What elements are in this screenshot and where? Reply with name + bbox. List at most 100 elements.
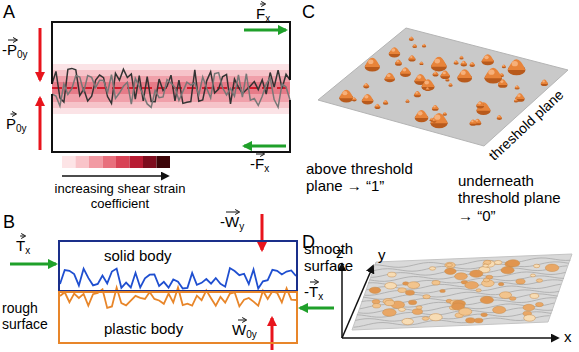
force-arrows [10,28,334,350]
asperity-peaks [397,60,399,62]
asperity-peaks [424,81,429,85]
force-label: -P0y [2,42,28,60]
rough-profile [52,68,290,107]
terrain-texture [440,289,446,292]
asperity-peaks [448,83,452,85]
vector-arrows [8,2,319,323]
asperity-peaks [339,37,548,129]
terrain-texture [385,282,397,289]
terrain-texture [405,290,414,295]
asperity-peaks [497,115,502,118]
panel-letter-text: B [3,212,15,232]
asperity-peaks [476,101,484,106]
asperity-peaks [462,61,464,63]
panel-letter-text: A [3,2,15,22]
terrain-texture [524,315,536,321]
color-bar [62,156,170,176]
terrain-texture [481,313,488,317]
asperity-peaks [384,101,386,103]
subscript: x [318,291,323,302]
color-bar [62,175,168,177]
asperity-peaks [454,60,459,63]
terrain-texture [412,309,422,315]
terrain-texture [484,260,492,264]
asperity-peaks [410,37,412,38]
axes [341,264,343,338]
asperity-peaks [440,71,449,77]
terrain-texture [445,262,455,268]
terrain-texture [498,283,504,286]
asperity-peaks [503,65,504,66]
asperity-peaks [542,80,545,82]
colorbar-label-text: increasing shear strain coefficient [55,181,186,211]
asperity-peaks [471,120,473,122]
vector-arrows [8,40,16,41]
force-label-text: -F [250,155,264,172]
asperity-peaks [362,94,374,101]
asperity-peaks [541,80,548,84]
asperity-peaks [405,99,409,101]
colorbar-label: increasing shear strain coefficient [50,182,190,212]
body-label: solid body [104,247,172,264]
asperity-peaks [427,88,428,89]
asperity-peaks [512,61,518,66]
asperity-peaks [426,87,430,89]
terrain-texture [475,318,483,323]
asperity-peaks [383,100,388,103]
asperity-peaks [414,91,421,95]
vector-arrows [256,154,263,155]
body-box: plastic body [58,291,298,344]
asperity-peaks [515,99,516,100]
asperity-peaks [498,116,500,118]
asperity-peaks [443,72,446,75]
subscript: 0y [16,123,27,134]
vector-arrows [260,4,264,5]
terrain-texture [372,300,380,304]
terrain-texture [398,288,406,293]
terrain-texture [501,267,514,274]
force-label: -Fx [250,156,269,174]
terrain-texture [465,281,479,288]
force-arrows [300,307,334,310]
force-label-text: -W [220,213,239,230]
asperity-peaks [435,59,441,64]
terrain-texture [432,280,440,284]
terrain-texture [536,302,544,306]
asperity-peaks [418,111,423,115]
panel-letter-text: C [302,2,315,22]
asperity-peaks [431,118,432,119]
terrain-texture [445,268,457,274]
asperity-peaks [406,100,407,101]
force-arrows [261,214,264,250]
terrain-texture [374,258,570,267]
asperity-peaks [470,119,477,123]
subscript: x [264,163,269,174]
axis-label: y [378,246,386,263]
axes [342,337,558,339]
force-label-text: -T [304,283,318,300]
asperity-peaks [430,113,447,123]
asperity-peaks [470,62,475,65]
threshold-note: underneath threshold plane → “0” [458,172,574,224]
asperity-peaks [488,70,494,75]
force-arrows [39,98,42,150]
axis-label-text: x [564,328,572,345]
asperity-peaks [352,97,357,100]
terrain-texture [466,318,476,323]
panel-letter: B [3,212,15,233]
surface-label-text: rough surface [2,300,48,332]
asperity-peaks [387,74,391,77]
asperity-peaks [432,119,436,122]
asperity-peaks [433,71,439,75]
asperity-peaks [400,67,411,74]
asperity-peaks [502,65,506,67]
force-label-text: F [256,5,265,22]
asperity-peaks [414,74,426,81]
asperity-peaks [484,68,502,79]
force-arrows [271,318,274,350]
panel-letter: C [302,2,315,23]
asperity-peaks [412,44,417,47]
asperity-peaks [339,90,353,98]
asperity-peaks [460,56,464,58]
asperity-peaks [413,44,415,45]
